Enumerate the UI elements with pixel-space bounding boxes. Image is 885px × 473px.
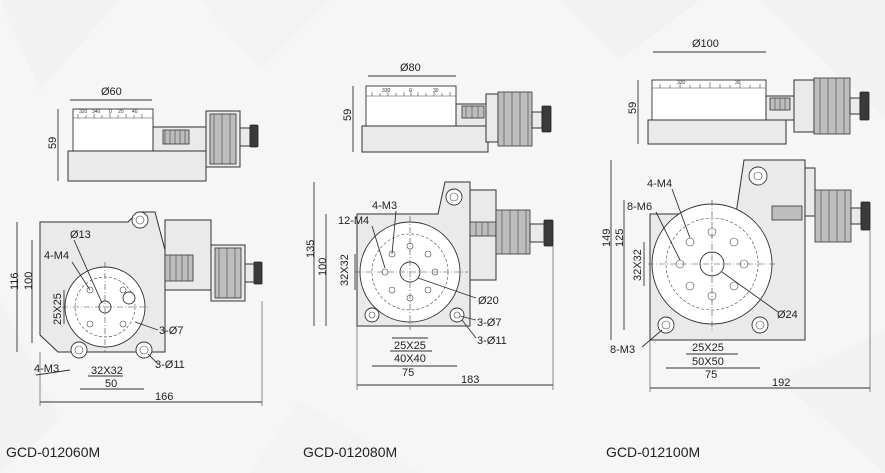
dim-counterbore: 3-Ø7 <box>159 325 183 337</box>
dim-height-100: 100 <box>317 258 329 276</box>
dim-through: 3-Ø11 <box>477 335 507 347</box>
dim-top-dia: Ø80 <box>400 62 421 74</box>
scale-label: 30 <box>433 88 439 94</box>
dim-thread-bottom: 4-M3 <box>34 363 59 375</box>
model-label: GCD-012100M <box>606 444 700 460</box>
dim-thread8: 8-M6 <box>627 201 652 213</box>
angle-scale-3 <box>659 82 761 88</box>
dim-thread-bottom: 8-M3 <box>610 344 635 356</box>
scale-label: 40 <box>132 109 138 115</box>
dim-top-dia: Ø100 <box>692 38 719 50</box>
dim-center-dia: Ø24 <box>777 309 798 321</box>
dim-pattern-50: 50X50 <box>692 356 724 368</box>
dim-pattern-h: 32X32 <box>91 365 123 377</box>
dim-thread4: 4-M4 <box>44 250 69 262</box>
dim-thread12: 12-M4 <box>338 215 369 227</box>
top-view-2: 4-M3 12-M4 135 100 32X32 Ø20 3-Ø7 3-Ø11 … <box>305 181 554 390</box>
scale-label: 20 <box>118 109 124 115</box>
dim-width-75: 75 <box>705 369 717 381</box>
dim-top-dia: Ø60 <box>101 86 122 98</box>
scale-label: 340 <box>92 109 101 115</box>
top-view-1: Ø13 4-M4 116 100 25X25 3-Ø7 3-Ø11 4-M3 3… <box>9 211 263 406</box>
dim-pattern-v: 25X25 <box>52 293 64 325</box>
side-view-1: 320 340 0 20 40 Ø60 59 <box>47 86 259 182</box>
side-view-3: 330 30 Ø100 59 <box>627 38 870 145</box>
dim-total-width: 166 <box>155 391 173 403</box>
dim-pattern-v: 32X32 <box>339 254 351 286</box>
top-view-3: 4-M4 8-M6 149 125 32X32 Ø24 8-M3 25X25 5… <box>601 159 871 392</box>
dim-height-100: 100 <box>23 272 35 290</box>
scale-label: 320 <box>79 109 88 115</box>
scale-label: 0 <box>109 109 112 115</box>
scale-label: 0 <box>409 88 412 94</box>
dim-total-width: 192 <box>772 377 790 389</box>
drawing-gcd-012080m: 330 0 30 Ø80 59 <box>303 62 554 460</box>
dim-counterbore: 3-Ø7 <box>477 317 501 329</box>
dim-top-height: 59 <box>47 137 59 149</box>
scale-label: 330 <box>677 80 686 86</box>
dim-hole-dia: Ø13 <box>70 229 91 241</box>
dim-height-125: 125 <box>614 229 626 247</box>
side-view-2: 330 0 30 Ø80 59 <box>342 62 552 153</box>
scale-label: 30 <box>735 80 741 86</box>
dim-top-height: 59 <box>627 102 639 114</box>
angle-scale-1 <box>77 113 143 118</box>
drawing-gcd-012060m: 320 340 0 20 40 Ø60 59 <box>6 86 263 460</box>
dim-height-116: 116 <box>9 272 21 290</box>
scale-label: 330 <box>382 88 391 94</box>
dim-pattern-25: 25X25 <box>394 340 426 352</box>
dim-top-height: 59 <box>342 109 354 121</box>
dim-pattern-40: 40X40 <box>394 353 426 365</box>
dim-pattern-v: 32X32 <box>632 249 644 281</box>
drawing-gcd-012100m: 330 30 Ø100 59 <box>601 38 871 460</box>
dim-pattern-25: 25X25 <box>692 342 724 354</box>
dim-total-width: 183 <box>461 374 479 386</box>
dim-through: 3-Ø11 <box>155 359 185 371</box>
dim-thread4: 4-M3 <box>372 200 397 212</box>
dim-height-149: 149 <box>601 229 613 247</box>
model-label: GCD-012080M <box>303 444 397 460</box>
model-label: GCD-012060M <box>6 444 100 460</box>
dim-width-50: 50 <box>105 378 117 390</box>
dim-height-135: 135 <box>305 240 317 258</box>
dim-width-75: 75 <box>402 367 414 379</box>
angle-scale-2 <box>371 90 451 96</box>
dim-thread4: 4-M4 <box>647 178 672 190</box>
dim-center-dia: Ø20 <box>478 295 499 307</box>
